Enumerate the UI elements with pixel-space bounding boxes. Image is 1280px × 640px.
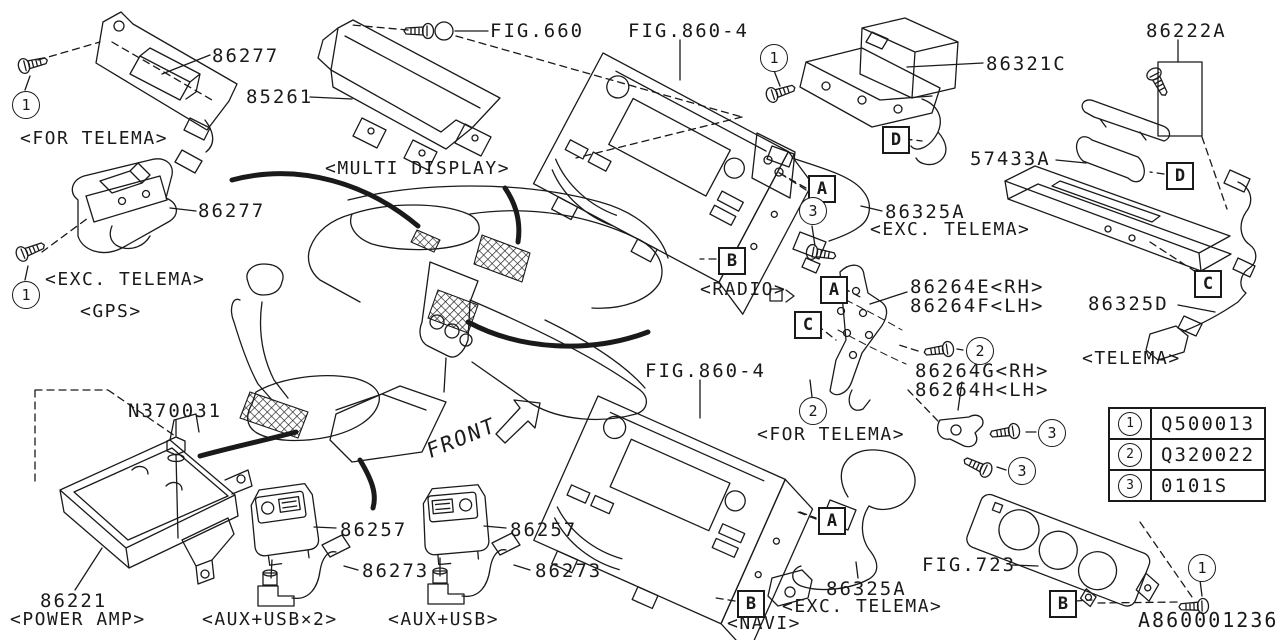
part-number-86277-gps: 86277 <box>198 200 266 222</box>
callout-num-3-hinge-a: 3 <box>1038 419 1066 447</box>
variant-for-telema-top: <FOR TELEMA> <box>20 128 169 149</box>
part-number-86273-right: 86273 <box>535 560 603 582</box>
part-number-86264e: 86264E<RH> <box>910 276 1045 298</box>
callout-box-a-bracket: A <box>820 276 848 304</box>
part-number-86321c: 86321C <box>986 53 1067 75</box>
callout-box-b-radio: B <box>718 247 746 275</box>
part-number-57433a: 57433A <box>970 148 1051 170</box>
part-number-86325d: 86325D <box>1088 293 1169 315</box>
legend-code-2: Q320022 <box>1161 443 1256 466</box>
part-number-86257-left: 86257 <box>340 519 408 541</box>
harness-86325a-top <box>766 145 870 274</box>
part-number-n370031: N370031 <box>128 400 223 422</box>
variant-aux-usb: <AUX+USB> <box>388 609 500 630</box>
part-number-86264f: 86264F<LH> <box>910 295 1045 317</box>
callout-box-b-navi: B <box>737 590 765 618</box>
callout-num-3-hinge-b: 3 <box>1008 457 1036 485</box>
callout-num-1-fig723: 1 <box>1188 554 1216 582</box>
dashboard-scene <box>197 171 669 511</box>
callout-num-1-telema-bracket: 1 <box>12 91 40 119</box>
legend-row: 2 Q320022 <box>1110 438 1264 469</box>
legend-num-2: 2 <box>1118 442 1142 467</box>
antenna-86222a <box>1081 39 1203 142</box>
harness-86325d <box>1145 169 1257 361</box>
bracket-86264 <box>769 264 984 448</box>
part-number-86325a-top: 86325A <box>885 201 966 223</box>
climate-panel-fig723 <box>966 493 1193 608</box>
cover-86321c <box>763 17 959 166</box>
part-number-86257-right: 86257 <box>510 519 578 541</box>
legend-row: 1 Q500013 <box>1110 409 1264 438</box>
variant-aux-usb-x2: <AUX+USB×2> <box>202 609 338 630</box>
drawing-code: A860001236 <box>1138 608 1279 632</box>
front-arrow <box>495 399 541 444</box>
callout-box-c-telema: C <box>1194 270 1222 298</box>
callout-box-b-fig723: B <box>1049 590 1077 618</box>
navi-unit <box>533 395 814 640</box>
multi-display-85261 <box>317 19 743 171</box>
variant-multi-display: <MULTI DISPLAY> <box>325 158 511 179</box>
cylinder-57433a <box>1075 136 1228 210</box>
variant-telema: <TELEMA> <box>1082 348 1181 369</box>
variant-navi: <NAVI> <box>727 613 802 634</box>
callout-box-d-antenna: D <box>1166 162 1194 190</box>
leader-lines <box>24 30 1216 602</box>
callout-num-1-86321c: 1 <box>760 44 788 72</box>
variant-power-amp: <POWER AMP> <box>10 609 146 630</box>
fig-ref-723: FIG.723 <box>922 554 1017 576</box>
callout-box-d-hook: D <box>882 126 910 154</box>
aux-jack-left <box>250 482 351 607</box>
part-number-86273-left: 86273 <box>362 560 430 582</box>
variant-exc-telema-top: <EXC. TELEMA> <box>870 219 1031 240</box>
telema-unit <box>1004 165 1232 273</box>
callout-num-2-for-telema: 2 <box>799 397 827 425</box>
legend-num-1: 1 <box>1118 411 1142 436</box>
power-amp-86221 <box>34 389 253 585</box>
part-number-86325a-bottom: 86325A <box>826 578 907 600</box>
variant-exc-telema-gps: <EXC. TELEMA> <box>45 269 206 290</box>
aux-jack-right <box>422 484 521 605</box>
part-number-86221: 86221 <box>40 590 108 612</box>
radio-unit <box>532 52 813 315</box>
fig-ref-860-4-navi: FIG.860-4 <box>645 360 766 382</box>
part-number-85261: 85261 <box>246 86 314 108</box>
callout-box-c-bracket: C <box>794 311 822 339</box>
callout-num-3-harness: 3 <box>799 197 827 225</box>
gps-antenna-86277 <box>41 158 177 253</box>
part-number-86264g: 86264G<RH> <box>915 360 1050 382</box>
variant-for-telema-mid: <FOR TELEMA> <box>757 424 906 445</box>
callout-num-1-gps-bracket: 1 <box>12 281 40 309</box>
variant-radio: <RADIO> <box>700 279 787 300</box>
fig-ref-860-4-radio: FIG.860-4 <box>628 20 749 42</box>
part-number-86264h: 86264H<LH> <box>915 379 1050 401</box>
fasteners <box>13 52 1210 615</box>
part-number-86277-telema: 86277 <box>212 45 280 67</box>
callout-num-2-bracket: 2 <box>966 337 994 365</box>
fastener-legend-table: 1 Q500013 2 Q320022 3 0101S <box>1108 407 1266 502</box>
callout-box-a-navi: A <box>818 507 846 535</box>
legend-code-1: Q500013 <box>1161 412 1256 435</box>
fig-ref-660: FIG.660 <box>490 20 585 42</box>
legend-num-3: 3 <box>1118 473 1142 498</box>
part-number-86222a: 86222A <box>1146 20 1227 42</box>
variant-gps: <GPS> <box>80 301 142 322</box>
bracket-86277-telema <box>37 11 238 174</box>
variant-exc-telema-bottom: <EXC. TELEMA> <box>782 596 943 617</box>
legend-code-3: 0101S <box>1161 474 1229 497</box>
legend-row: 3 0101S <box>1110 469 1264 500</box>
